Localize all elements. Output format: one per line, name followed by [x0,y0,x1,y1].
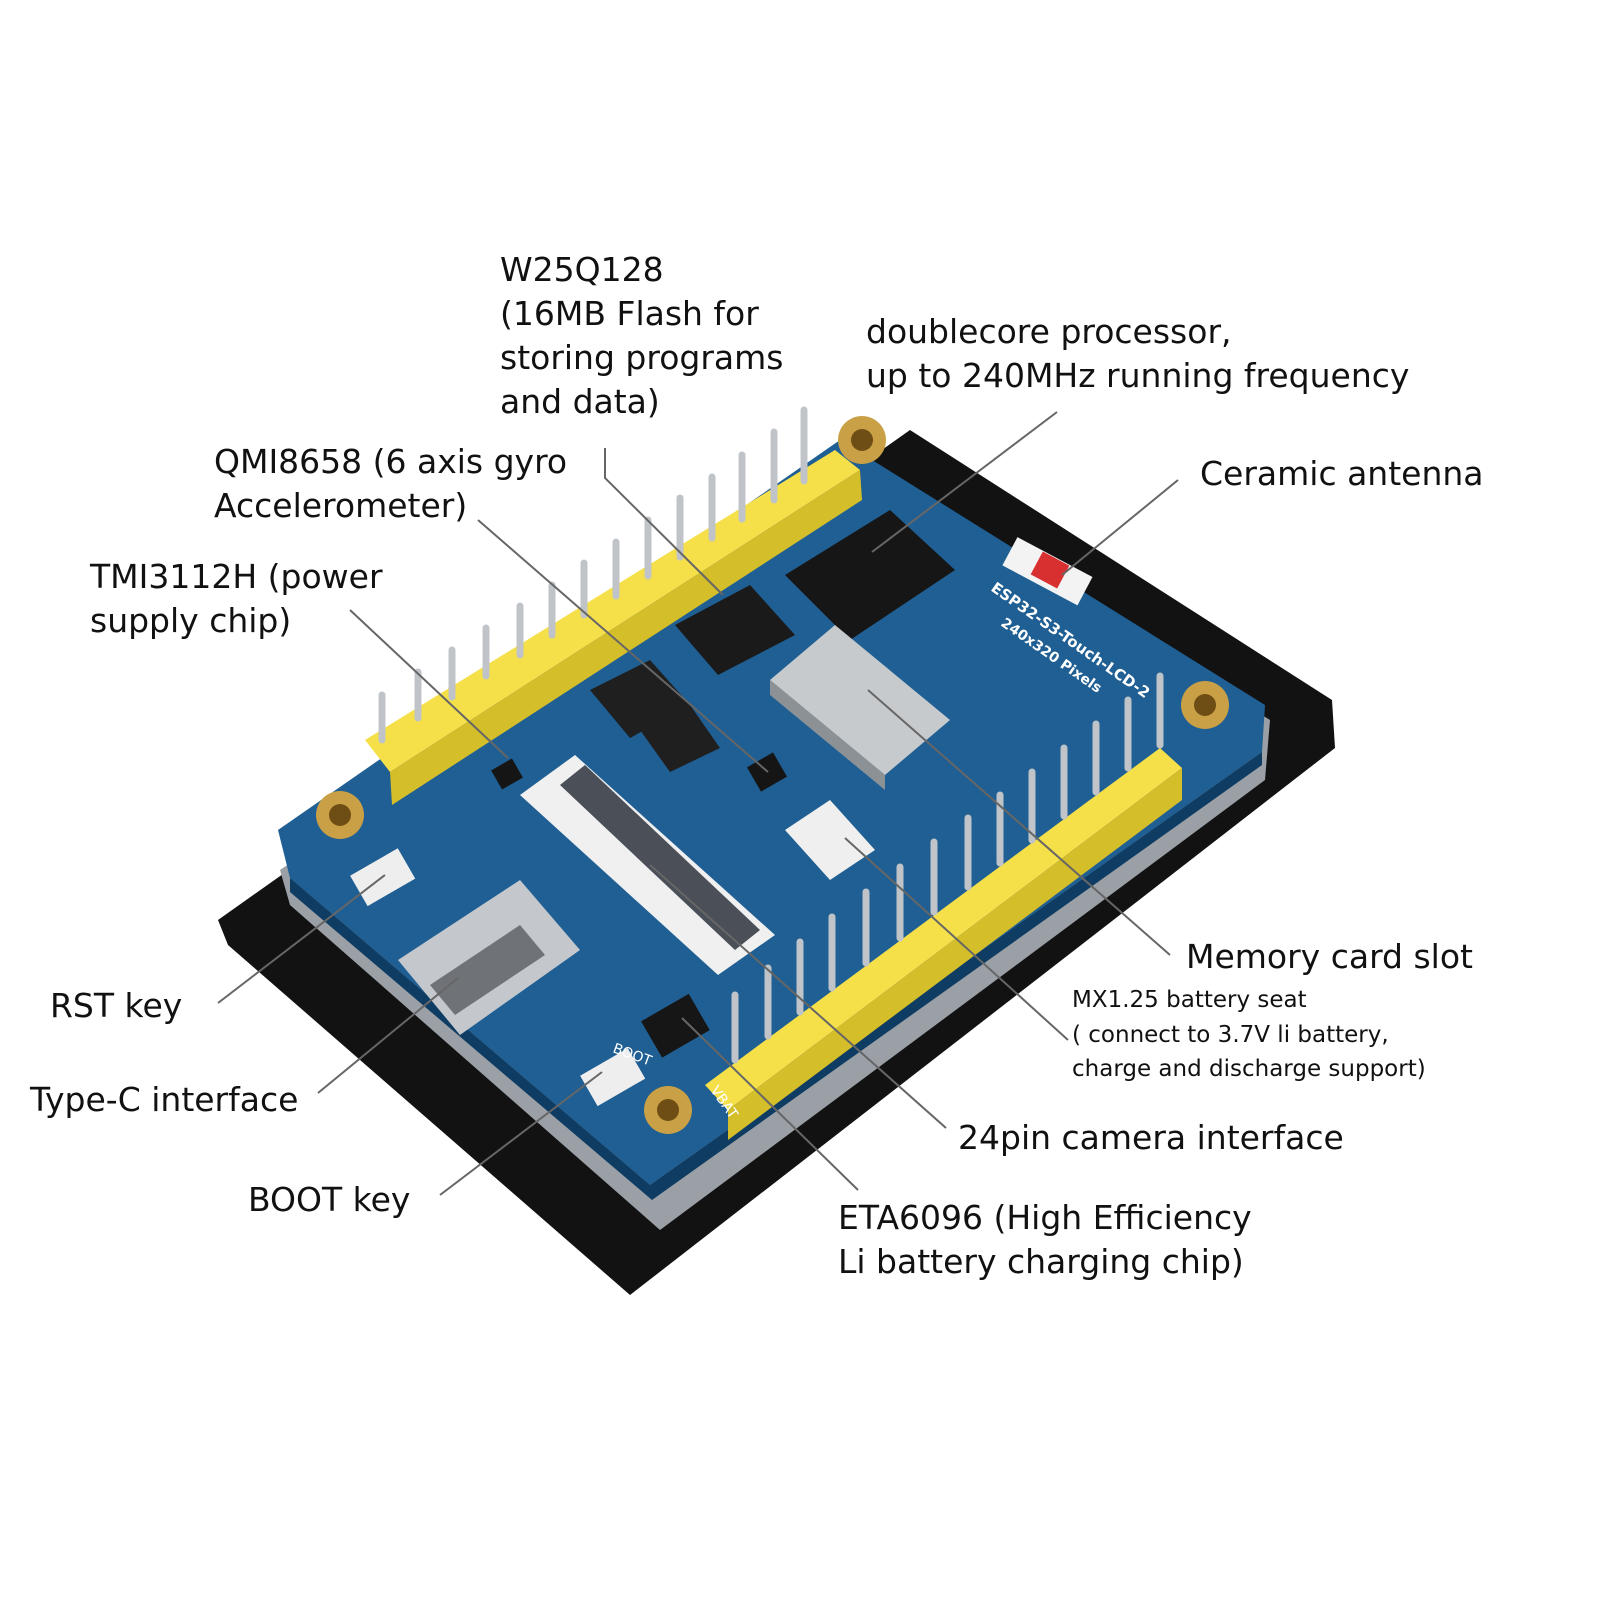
leader-antenna [1061,479,1179,576]
leader-camera [649,864,947,1129]
leader-memory [867,689,1171,956]
label-power-line-2: supply chip) [90,600,292,640]
label-flash-line-1: W25Q128 [500,250,664,289]
label-flash: W25Q128 (16MB Flash for storing programs… [500,248,783,424]
label-flash-line-3: storing programs [500,337,784,377]
boot-button [580,1048,646,1107]
label-battery-seat: MX1.25 battery seat ( connect to 3.7V li… [1072,983,1426,1087]
esp32-chip [785,510,955,640]
label-memory-card: Memory card slot [1186,937,1473,976]
label-power-line-1: TMI3112H (power [90,557,383,596]
leader-battery [844,837,1069,1041]
ceramic-antenna-core [1030,551,1070,589]
standoffs [316,416,1229,1134]
label-antenna: Ceramic antenna [1200,454,1484,493]
sd-card-slot-shade [770,680,885,790]
leader-boot [439,1071,603,1196]
label-flash-line-2: (16MB Flash for [500,293,759,333]
pcb [278,440,1265,1185]
leader-typec [317,977,459,1094]
label-charger: ETA6096 (High Efficiency Li battery char… [838,1196,1252,1284]
label-processor-line-2: up to 240MHz running frequency [866,355,1410,395]
battery-connector [785,800,875,880]
label-power: TMI3112H (power supply chip) [90,555,383,643]
label-charger-line-2: Li battery charging chip) [838,1241,1244,1281]
leader-lines [217,411,1179,1196]
leader-charger [681,1017,859,1191]
label-gyro-line-1: QMI8658 (6 axis gyro [214,442,568,481]
camera-connector-slot [560,765,760,950]
label-processor: doublecore processor, up to 240MHz runni… [866,310,1409,398]
leader-power [349,609,509,759]
leader-processor [871,411,1058,553]
label-flash-line-4: and data) [500,381,660,421]
header-pins-back [378,406,808,744]
label-gyro: QMI8658 (6 axis gyro Accelerometer) [214,440,567,528]
label-charger-line-1: ETA6096 (High Efficiency [838,1198,1252,1237]
label-battery-line-1: MX1.25 battery seat [1072,987,1307,1013]
label-boot: BOOT key [248,1180,411,1219]
label-gyro-line-2: Accelerometer) [214,485,468,525]
label-typec: Type-C interface [30,1080,299,1119]
sd-card-slot [770,625,950,775]
pcb-edge [290,752,1262,1200]
label-rst: RST key [50,986,183,1025]
pin-header-back [365,450,862,805]
charger-chip [641,993,710,1058]
leader-gyro [477,519,769,773]
label-camera: 24pin camera interface [958,1118,1344,1157]
leader-rst [217,874,386,1004]
power-chip [491,758,523,790]
regulator-chip-2 [640,705,720,772]
usb-c-port-opening [430,925,545,1015]
label-processor-line-1: doublecore processor, [866,312,1232,351]
flash-chip [675,585,795,675]
label-battery-line-2: ( connect to 3.7V li battery, [1072,1021,1389,1048]
label-battery-line-3: charge and discharge support) [1072,1056,1426,1082]
leader-flash [604,448,724,596]
